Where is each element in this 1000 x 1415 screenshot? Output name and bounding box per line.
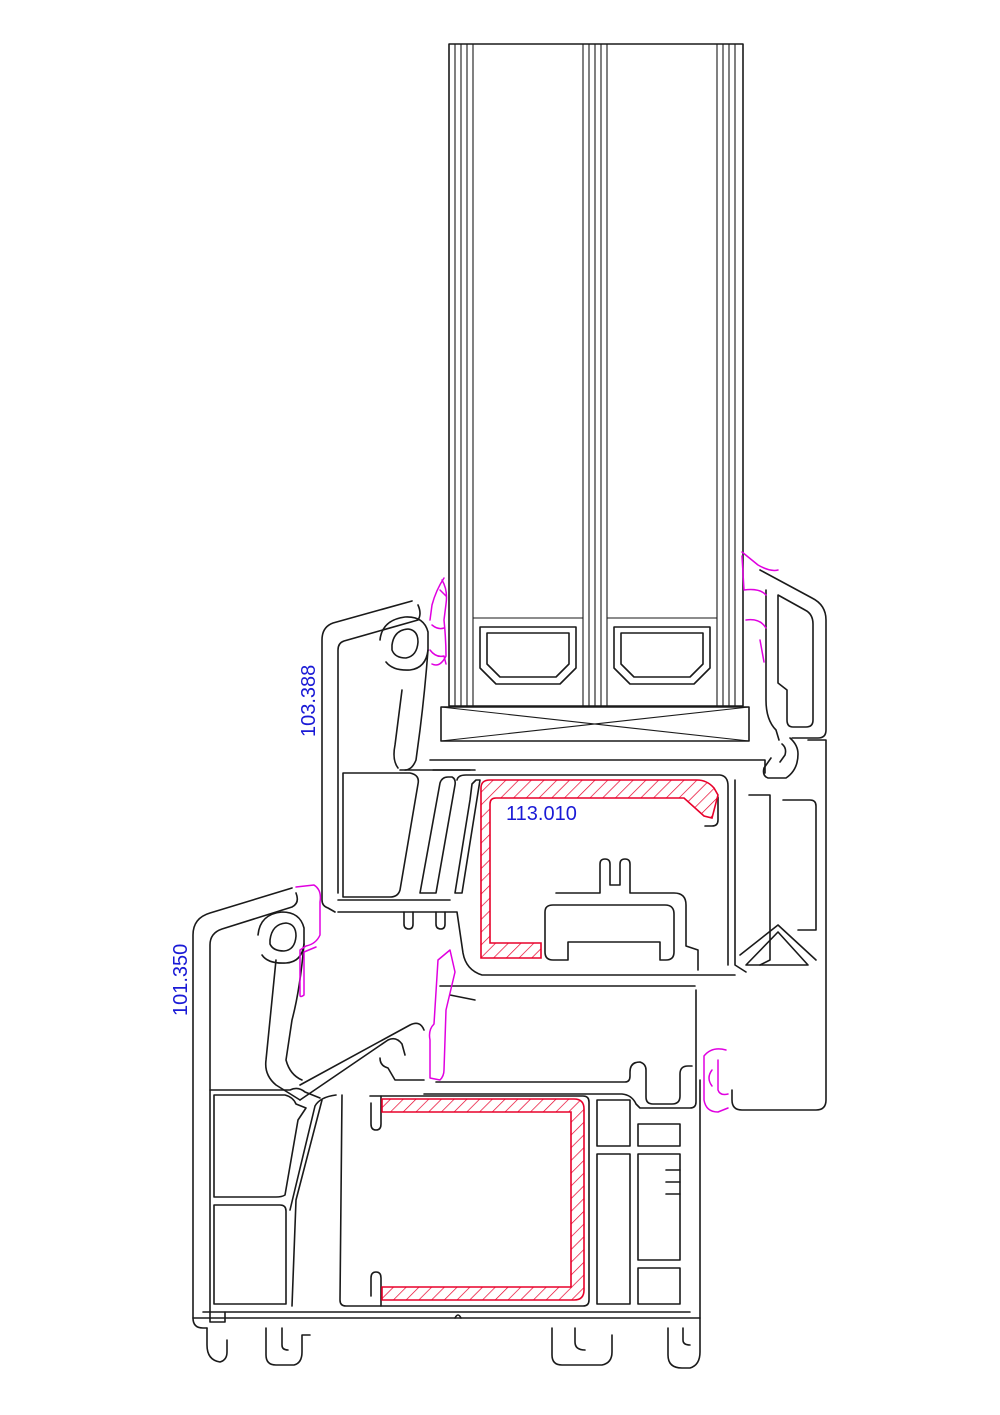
spacer-bar-left — [479, 626, 577, 685]
sash-chamber-2 — [419, 776, 456, 894]
glazing-gasket-exterior — [741, 551, 779, 663]
triple-glazing-unit — [440, 43, 750, 742]
sash-bottom-web — [337, 911, 736, 976]
sash-chamber-3 — [454, 779, 481, 894]
frame-exterior-gasket — [703, 1048, 729, 1113]
frame-profile-code: 101.350 — [170, 944, 192, 1016]
spacer-bar-right-inner — [620, 632, 704, 678]
glazing-gasket-interior — [429, 577, 447, 665]
frame-small-chamber-1 — [596, 1099, 631, 1147]
sash-outer-contour — [321, 600, 413, 913]
exterior-sash-lip — [731, 569, 827, 1111]
sash-central-chamber — [555, 858, 699, 971]
sash-chamber-upper — [342, 772, 420, 898]
gaskets — [295, 551, 779, 1113]
glass-outline — [448, 43, 744, 707]
sash-exterior-wall — [734, 779, 747, 973]
sash-profile-code: 103.388 — [298, 665, 320, 737]
frame-profile — [192, 887, 701, 1369]
frame-main-chamber — [339, 1094, 590, 1307]
frame-chamber-top-left — [213, 1094, 307, 1198]
glazing-block — [440, 706, 750, 742]
frame-diagonal-web — [299, 1037, 406, 1101]
frame-chamber-lower-left — [213, 1204, 287, 1305]
reinforcement-code: 113.010 — [506, 803, 577, 825]
frame-steel-reinforcement — [381, 1098, 585, 1301]
sash-steel-reinforcement — [480, 779, 719, 959]
frame-bead — [257, 911, 305, 964]
sash-profile — [321, 600, 817, 976]
sash-inner-wall — [456, 774, 729, 966]
spacer-bar-right — [613, 626, 711, 685]
frame-sash-gasket — [295, 884, 322, 998]
frame-outer-contour — [192, 887, 293, 1329]
glazing-bead — [379, 616, 429, 671]
frame-bottom-edge — [192, 1317, 701, 1363]
glass-pane-lines — [454, 44, 736, 706]
sash-v-chamber — [745, 931, 809, 966]
spacer-bar-left-inner — [486, 632, 570, 678]
